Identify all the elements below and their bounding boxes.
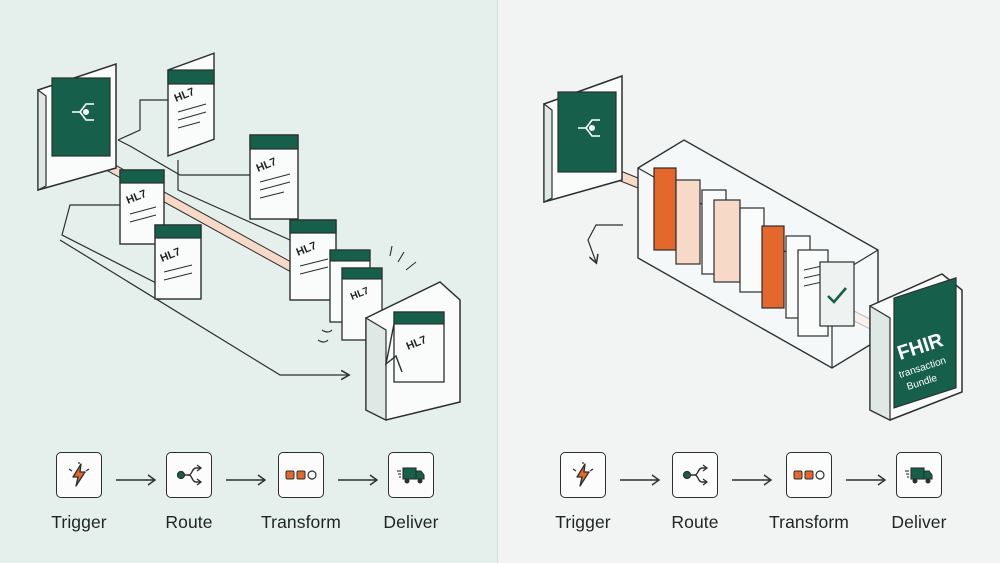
connector-lines bbox=[587, 224, 623, 262]
truck-icon bbox=[896, 452, 942, 498]
arrow-right-icon bbox=[620, 474, 661, 486]
step-label: Deliver bbox=[383, 512, 439, 532]
hl7-flow-diagram: HL7 HL7 HL7 HL7 bbox=[37, 52, 461, 421]
source-system-monitor bbox=[37, 62, 117, 191]
step-route: Route bbox=[640, 452, 750, 533]
check-icon bbox=[827, 287, 847, 304]
fhir-bundle-card: FHIR transaction Bundle bbox=[869, 273, 963, 421]
fhir-flow-diagram: FHIR transaction Bundle bbox=[543, 74, 963, 421]
step-deliver: Deliver bbox=[864, 452, 974, 533]
step-transform: Transform bbox=[754, 452, 864, 533]
route-icon bbox=[166, 452, 212, 498]
connector-lines bbox=[59, 99, 348, 375]
step-trigger: Trigger bbox=[24, 452, 134, 533]
source-system-monitor bbox=[543, 74, 623, 203]
arrow-right-icon bbox=[116, 474, 157, 486]
pipeline-steps-right: Trigger Route Transform bbox=[498, 452, 1000, 542]
arrow-right-icon bbox=[846, 474, 887, 486]
left-panel-hl7: HL7 HL7 HL7 HL7 bbox=[0, 0, 497, 563]
step-transform: Transform bbox=[246, 452, 356, 533]
step-trigger: Trigger bbox=[528, 452, 638, 533]
lightning-icon bbox=[56, 452, 102, 498]
step-route: Route bbox=[134, 452, 244, 533]
destination-receiver: HL7 bbox=[365, 281, 461, 421]
right-panel-fhir: FHIR transaction Bundle Trigger Route bbox=[497, 0, 1000, 563]
step-label: Route bbox=[165, 512, 213, 532]
step-label: Transform bbox=[769, 512, 849, 532]
step-label: Transform bbox=[261, 512, 341, 532]
fhir-resource-cards bbox=[653, 167, 855, 337]
step-label: Deliver bbox=[891, 512, 947, 532]
hl7-document: HL7 bbox=[154, 224, 202, 300]
step-label: Trigger bbox=[555, 512, 611, 532]
hl7-document: HL7 bbox=[289, 219, 337, 301]
lightning-icon bbox=[560, 452, 606, 498]
arrow-right-icon bbox=[732, 474, 773, 486]
step-label: Route bbox=[671, 512, 719, 532]
hl7-document: HL7 bbox=[167, 52, 215, 157]
arrow-right-icon bbox=[226, 474, 267, 486]
truck-icon bbox=[388, 452, 434, 498]
route-icon bbox=[672, 452, 718, 498]
step-label: Trigger bbox=[51, 512, 107, 532]
transform-icon bbox=[278, 452, 324, 498]
arrow-right-icon bbox=[338, 474, 379, 486]
pipeline-steps-left: Trigger Route Transform bbox=[0, 452, 497, 542]
step-deliver: Deliver bbox=[356, 452, 466, 533]
hl7-document: HL7 bbox=[249, 134, 299, 220]
transform-icon bbox=[786, 452, 832, 498]
